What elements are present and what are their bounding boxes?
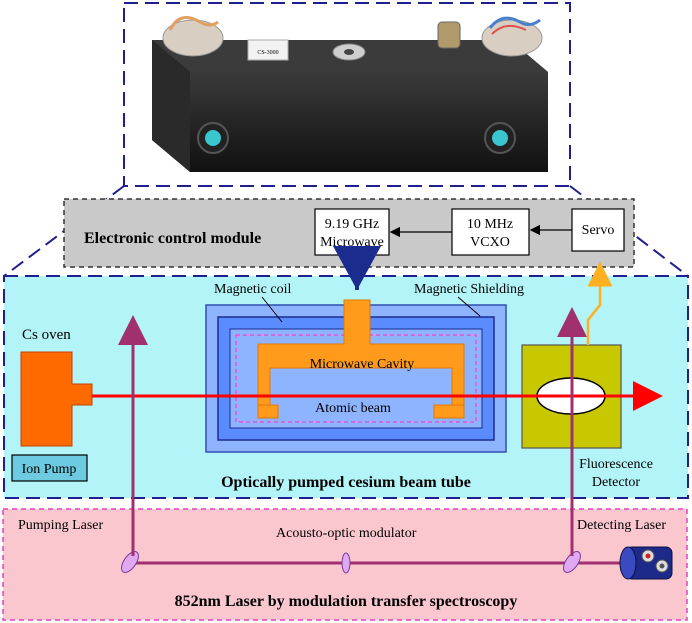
shielding-leader (457, 296, 481, 317)
magnetic-shielding-label: Magnetic Shielding (414, 282, 524, 297)
device-side-face (152, 40, 190, 172)
pumping-laser-label: Pumping Laser (18, 518, 103, 533)
device-photo: CS-3000 (123, 2, 571, 187)
photo-frame (123, 2, 571, 187)
left-port-window (205, 130, 221, 146)
detector-to-servo-arrow (586, 261, 613, 345)
device-front-face (190, 72, 548, 172)
microwave-cavity (257, 299, 465, 419)
laser-system-title: 852nm Laser by modulation transfer spect… (175, 593, 518, 610)
detector-label-line1: Fluorescence (579, 457, 653, 472)
beam-tube: Optically pumped cesium beam tube Cs ove… (3, 275, 689, 499)
device-label-tag (247, 39, 289, 61)
beam-tube-title: Optically pumped cesium beam tube (221, 474, 471, 491)
ion-pump (11, 454, 88, 482)
microwave-label-line1: 9.19 GHz (325, 217, 379, 232)
cavity-right-arm (433, 404, 465, 419)
valve-fitting (437, 21, 461, 49)
aom-lens (341, 552, 351, 574)
pumping-mirror (121, 551, 139, 573)
ion-pump-label: Ion Pump (22, 462, 77, 477)
control-module-title: Electronic control module (84, 230, 261, 247)
aom-label: Acousto-optic modulator (276, 526, 417, 541)
cs-oven-label: Cs oven (22, 327, 71, 343)
detecting-laser-label: Detecting Laser (577, 518, 666, 533)
control-module: Electronic control module 9.19 GHz Micro… (63, 198, 635, 268)
vcxo-label-line2: VCXO (470, 235, 510, 250)
laser-system: Pumping Laser Acousto-optic modulator De… (2, 508, 688, 621)
vcxo-box (451, 208, 530, 256)
servo-label: Servo (582, 223, 615, 238)
atomic-beam-label: Atomic beam (315, 401, 391, 416)
detecting-mirror (563, 551, 581, 573)
device-tag-text: CS-3000 (257, 50, 278, 56)
vcxo-label-line1: 10 MHz (467, 217, 513, 232)
microwave-cavity-label: Microwave Cavity (310, 357, 415, 372)
laser-head-icon (619, 546, 673, 580)
coil-leader (261, 296, 283, 323)
detector-label-line2: Detector (592, 475, 641, 490)
cavity-left-arm (257, 404, 279, 419)
cs-oven (20, 351, 93, 447)
servo-box (571, 208, 625, 252)
magnetic-coil-label: Magnetic coil (214, 282, 291, 297)
microwave-label-line2: Microwave (320, 235, 384, 250)
right-port-window (492, 130, 508, 146)
